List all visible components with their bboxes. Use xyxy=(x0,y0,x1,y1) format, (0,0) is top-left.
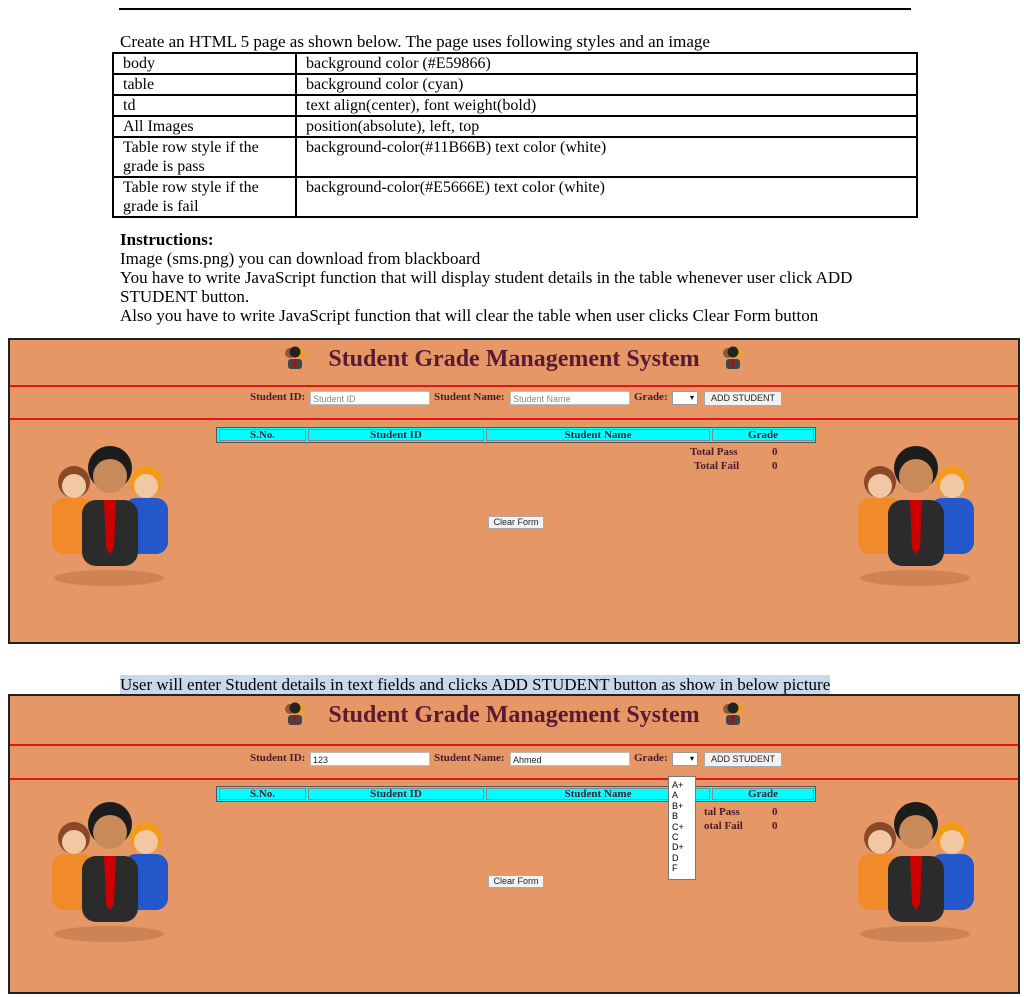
style-value: background-color(#E5666E) text color (wh… xyxy=(295,176,918,218)
style-value: background color (cyan) xyxy=(295,73,918,96)
intro-text: Create an HTML 5 page as shown below. Th… xyxy=(120,32,710,51)
col-student-name: Student Name xyxy=(486,429,710,441)
total-pass-value: 0 xyxy=(772,446,778,458)
divider xyxy=(10,744,1018,746)
col-student-id: Student ID xyxy=(308,429,484,441)
total-fail-value: 0 xyxy=(772,820,778,832)
grade-label: Grade: xyxy=(634,752,668,764)
instruction-line: Also you have to write JavaScript functi… xyxy=(120,306,819,325)
col-grade: Grade xyxy=(712,429,814,441)
clear-form-button[interactable]: Clear Form xyxy=(488,516,544,529)
grade-option[interactable]: A+ xyxy=(672,780,684,790)
student-name-input[interactable]: Student Name xyxy=(510,391,630,405)
caption: User will enter Student details in text … xyxy=(120,675,831,694)
app-panel-filled: Student Grade Management System Student … xyxy=(8,694,1020,994)
grade-option[interactable]: C+ xyxy=(672,821,684,832)
style-element: Table row style if the grade is fail xyxy=(112,176,297,218)
grade-option[interactable]: B+ xyxy=(672,800,684,811)
students-group-icon xyxy=(858,446,974,586)
app-title: Student Grade Management System xyxy=(10,346,1018,373)
total-pass-label: Total Pass xyxy=(690,446,738,458)
student-id-label: Student ID: xyxy=(250,391,306,403)
grade-option[interactable]: D xyxy=(672,852,679,863)
clear-form-button[interactable]: Clear Form xyxy=(488,875,544,888)
app-title-text: Student Grade Management System xyxy=(328,702,700,728)
total-fail-label: otal Fail xyxy=(704,820,743,832)
add-student-button[interactable]: ADD STUDENT xyxy=(704,391,782,406)
sms-logo-icon xyxy=(285,702,306,726)
grades-table-header: S.No. Student ID Student Name Grade xyxy=(216,786,816,802)
style-element: All Images xyxy=(112,115,297,138)
style-element: body xyxy=(112,52,297,75)
divider xyxy=(10,385,1018,387)
grade-option[interactable]: D+ xyxy=(672,842,684,853)
instructions: Instructions: Image (sms.png) you can do… xyxy=(120,230,900,325)
grade-option[interactable]: F xyxy=(672,863,678,874)
total-pass-label: tal Pass xyxy=(704,806,740,818)
divider xyxy=(10,418,1018,420)
sms-logo-icon xyxy=(722,346,743,370)
grade-option[interactable]: C xyxy=(672,831,679,842)
style-element: td xyxy=(112,94,297,117)
grade-select[interactable]: ▾ xyxy=(672,391,698,405)
student-id-input[interactable]: 123 xyxy=(310,752,430,766)
sms-logo-icon xyxy=(285,346,306,370)
grades-table-header: S.No. Student ID Student Name Grade xyxy=(216,427,816,443)
instructions-heading: Instructions: xyxy=(120,230,214,249)
style-value: text align(center), font weight(bold) xyxy=(295,94,918,117)
student-name-label: Student Name: xyxy=(434,752,505,764)
top-rule xyxy=(119,8,911,10)
student-id-label: Student ID: xyxy=(250,752,306,764)
grade-select[interactable]: ▾ xyxy=(672,752,698,766)
grade-label: Grade: xyxy=(634,391,668,403)
students-group-icon xyxy=(52,446,168,586)
app-title: Student Grade Management System xyxy=(10,702,1018,729)
divider xyxy=(10,778,1018,780)
student-name-label: Student Name: xyxy=(434,391,505,403)
style-value: background color (#E59866) xyxy=(295,52,918,75)
app-title-text: Student Grade Management System xyxy=(328,346,700,372)
app-panel-empty: Student Grade Management System Student … xyxy=(8,338,1020,644)
col-grade: Grade xyxy=(712,788,814,800)
col-student-id: Student ID xyxy=(308,788,484,800)
instruction-line: Image (sms.png) you can download from bl… xyxy=(120,249,481,268)
col-sno: S.No. xyxy=(219,429,306,441)
add-student-button[interactable]: ADD STUDENT xyxy=(704,752,782,767)
total-fail-label: Total Fail xyxy=(694,460,740,472)
total-pass-value: 0 xyxy=(772,806,778,818)
style-element: table xyxy=(112,73,297,96)
students-group-icon xyxy=(52,802,168,942)
style-value: position(absolute), left, top xyxy=(295,115,918,138)
col-sno: S.No. xyxy=(219,788,306,800)
grade-option[interactable]: A xyxy=(672,790,679,801)
style-element: Table row style if the grade is pass xyxy=(112,136,297,178)
grade-dropdown-list[interactable]: A+ A B+ B C+ C D+ D F xyxy=(668,776,696,880)
col-student-name: Student Name xyxy=(486,788,710,800)
style-value: background-color(#11B66B) text color (wh… xyxy=(295,136,918,178)
student-id-input[interactable]: Student ID xyxy=(310,391,430,405)
instruction-line: You have to write JavaScript function th… xyxy=(120,268,853,306)
sms-logo-icon xyxy=(722,702,743,726)
grade-option[interactable]: B xyxy=(672,811,679,822)
total-fail-value: 0 xyxy=(772,460,778,472)
student-name-input[interactable]: Ahmed xyxy=(510,752,630,766)
students-group-icon xyxy=(858,802,974,942)
